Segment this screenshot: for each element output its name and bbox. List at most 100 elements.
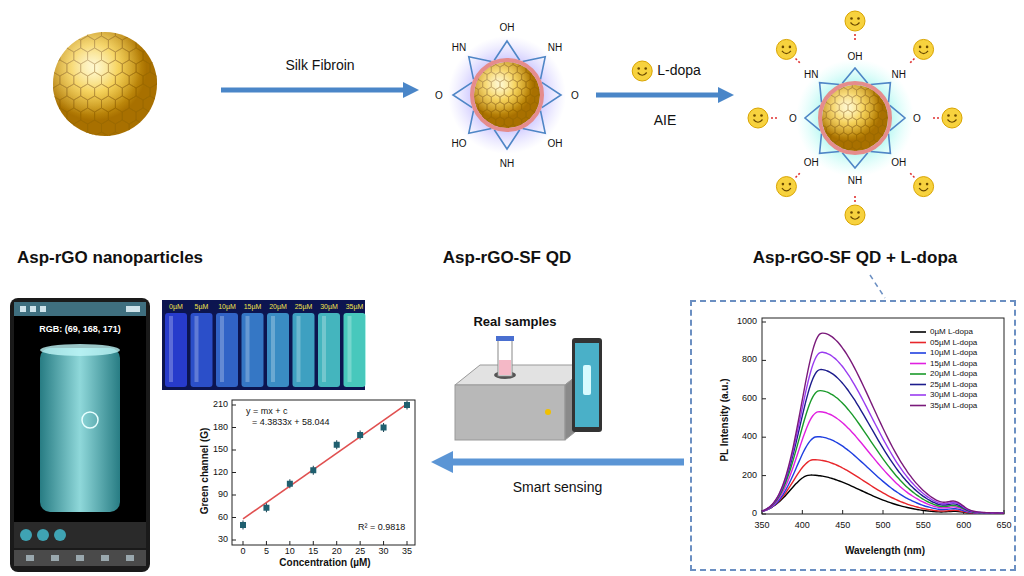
- smiley-eye: [789, 183, 792, 186]
- tick-mark: [842, 510, 843, 514]
- gold-sphere: [53, 32, 157, 136]
- pl-curve: [762, 333, 1004, 513]
- vial-reflection: [246, 316, 250, 382]
- color-chip: [20, 529, 32, 541]
- legend-text: 15µM L-dopa: [930, 359, 977, 368]
- callout-line: [870, 275, 885, 298]
- tick-mark: [883, 510, 884, 514]
- tick-label: 25: [355, 547, 365, 557]
- phone-screen: [14, 316, 146, 522]
- vial-label: 10µM: [218, 303, 236, 311]
- axis-title: Wavelength (nm): [845, 545, 925, 556]
- gold-sphere: [474, 62, 540, 128]
- graphene-lattice: [32, 12, 191, 148]
- graphene-lattice: [461, 50, 561, 143]
- vial: [242, 313, 264, 387]
- toolbar: [14, 522, 146, 548]
- tick-label: 200: [742, 471, 757, 481]
- legend-sample: [910, 363, 926, 365]
- vial-photo: [40, 348, 120, 512]
- legend-sample: [910, 342, 926, 344]
- lattice-lines: [809, 73, 909, 166]
- smiley-eye: [947, 114, 950, 117]
- nav-icon: [51, 555, 59, 561]
- vial: [191, 313, 213, 387]
- legend-text: 30µM L-dopa: [930, 391, 977, 400]
- tick-mark: [762, 322, 766, 323]
- vial: [267, 313, 289, 387]
- l-dopa-smiley: [632, 61, 652, 81]
- data-point: [334, 442, 340, 448]
- plot-frame: [762, 318, 1004, 514]
- vial-reflection: [195, 316, 199, 382]
- tick-label: 150: [213, 445, 228, 455]
- test-tube: [498, 340, 512, 376]
- tick-mark: [762, 360, 766, 361]
- smiley-eye: [850, 17, 853, 20]
- vial-label: 30µM: [320, 303, 338, 311]
- silk-fibroin-shell: [472, 60, 542, 130]
- sample-liquid: [499, 360, 511, 375]
- tick-mark: [360, 541, 361, 545]
- tick-mark: [243, 541, 244, 545]
- smiley-eye: [919, 46, 922, 49]
- sphere-shine: [474, 62, 540, 128]
- l-dopa-smiley: [845, 205, 865, 225]
- equation-text: y = mx + c: [246, 407, 288, 417]
- vial-reflection: [271, 316, 275, 382]
- l-dopa-smiley: [942, 108, 962, 128]
- legend-sample: [910, 405, 926, 407]
- lattice-lines: [461, 50, 561, 143]
- nav-bar: [14, 550, 146, 566]
- status-icon: [20, 306, 26, 312]
- graphene-lattice: [809, 73, 909, 166]
- legend-sample: [910, 373, 926, 375]
- fit-line: [243, 404, 407, 519]
- tick-label: 450: [835, 521, 850, 531]
- nanoparticle: [32, 12, 191, 148]
- tick-label: 35: [402, 547, 412, 557]
- legend-sample: [910, 394, 926, 396]
- l-dopa-smiley: [776, 177, 796, 197]
- quantum-dot-figure: Asp-rGO-SF QD: [425, 15, 590, 273]
- sensing-device: Real samples: [440, 310, 610, 445]
- vial-reflection: [169, 316, 173, 382]
- picker-icon: [82, 412, 98, 428]
- material-figure: Asp-rGO nanoparticles: [5, 15, 215, 273]
- tick-mark: [289, 541, 290, 545]
- tick-mark: [762, 398, 766, 399]
- legend-text: 05µM L-dopa: [930, 338, 977, 347]
- r-squared: R² = 0.9818: [358, 523, 405, 533]
- smiley-mouth: [754, 120, 763, 123]
- smiley-eye: [782, 183, 785, 186]
- figure-caption: Asp-rGO-SF QD: [443, 249, 571, 268]
- tick-label: 350: [754, 521, 769, 531]
- smiley-eye: [850, 211, 853, 214]
- smiley-face: [914, 177, 934, 197]
- smiley-mouth: [919, 51, 928, 54]
- tick-label: 600: [956, 521, 971, 531]
- tick-label: 800: [742, 355, 757, 365]
- figure-caption: Asp-rGO nanoparticles: [17, 249, 203, 268]
- color-chip: [54, 529, 66, 541]
- status-icon: [126, 306, 140, 312]
- pl-curve: [762, 352, 1004, 513]
- tick-label: 550: [916, 521, 931, 531]
- tick-mark: [232, 405, 236, 406]
- smiley-mouth: [851, 23, 860, 26]
- functional-group: OH: [500, 22, 515, 33]
- tick-mark: [232, 450, 236, 451]
- vial-reflection: [297, 316, 301, 382]
- pl-curve: [762, 391, 1004, 514]
- rgb-readout: RGB: (69, 168, 171): [39, 325, 121, 335]
- tick-label: 400: [742, 432, 757, 442]
- phone-display: [575, 343, 599, 427]
- flow-arrow: [221, 88, 408, 93]
- tick-label: 30: [218, 535, 228, 545]
- phone-body: [572, 338, 602, 432]
- edge-label: Silk Fibroin: [283, 58, 356, 73]
- tick-mark: [762, 437, 766, 438]
- spectrum-plot: [762, 318, 1004, 514]
- flow-arrow: [596, 93, 723, 98]
- smiley-face: [845, 205, 865, 225]
